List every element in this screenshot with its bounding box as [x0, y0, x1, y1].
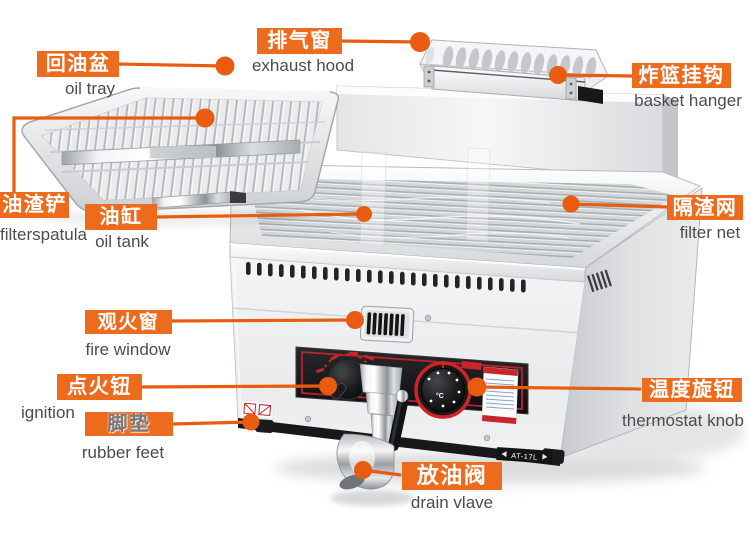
label-box-filter-net: 隔渣网	[667, 195, 743, 220]
label-en-thermostat-knob: thermostat knob	[622, 411, 744, 430]
thermostat-unit: °C	[436, 392, 444, 400]
leader-exhaust-hood	[340, 39, 421, 44]
label-zh-filter-spatula: 油渣铲	[2, 194, 67, 216]
label-en-ignition: ignition	[21, 403, 75, 422]
dot-oil-tray	[215, 56, 235, 76]
basket-frame	[465, 147, 491, 243]
label-zh-oil-tray: 回油盆	[45, 53, 111, 75]
label-box-exhaust-hood: 排气窗	[257, 28, 342, 54]
leader-filter-net	[570, 202, 669, 209]
model-plate: AT-17L	[496, 447, 553, 464]
label-en-filter-net: filter net	[679, 223, 741, 242]
label-en-rubber-feet: rubber feet	[81, 443, 165, 462]
label-box-oil-tray: 回油盆	[37, 51, 119, 77]
label-box-thermostat-knob: 温度旋钮	[642, 378, 742, 402]
label-en-oil-tank: oil tank	[95, 232, 149, 251]
fire-window-vent	[359, 305, 415, 343]
rubber-foot	[255, 419, 274, 434]
label-en-filter-spatula: filterspatula	[0, 225, 87, 244]
panel-red-tab	[461, 361, 482, 370]
label-zh-fire-window: 观火窗	[97, 311, 160, 333]
label-zh-drain-valve: 放油阀	[416, 463, 488, 488]
label-en-basket-hanger: basket hanger	[634, 91, 742, 110]
label-box-oil-tank: 油缸	[85, 204, 157, 230]
label-en-oil-tray: oil tray	[64, 79, 116, 98]
label-zh-exhaust-hood: 排气窗	[267, 30, 332, 52]
side-vent-grille	[587, 269, 612, 293]
label-zh-thermostat-knob: 温度旋钮	[649, 379, 735, 401]
leader-thermostat	[476, 385, 642, 391]
label-box-filter-spatula: 油渣铲	[0, 192, 69, 218]
dot-drain-valve	[354, 461, 372, 479]
leader-ignition	[140, 384, 329, 389]
warning-sticker	[481, 366, 519, 425]
dot-fire-window	[346, 311, 364, 329]
screw	[424, 314, 432, 322]
screw	[483, 434, 491, 442]
dot-exhaust-hood	[410, 32, 430, 52]
leader-rubber-feet	[171, 420, 252, 426]
label-box-fire-window: 观火窗	[85, 310, 172, 334]
label-en-drain-valve: drain vlave	[410, 493, 494, 512]
dot-filter-net	[562, 195, 580, 213]
label-box-basket-hanger: 炸篮挂钩	[632, 63, 731, 88]
label-zh-oil-tank: 油缸	[99, 206, 143, 228]
label-box-rubber-feet: 脚垫	[85, 412, 173, 436]
exhaust-hood-slots	[425, 45, 598, 80]
valve-lever[interactable]	[387, 395, 409, 452]
label-box-drain-valve: 放油阀	[402, 462, 502, 490]
dot-ignition	[319, 377, 337, 395]
label-zh-basket-hanger: 炸篮挂钩	[638, 64, 725, 87]
label-zh-ignition: 点火钮	[67, 376, 132, 398]
model-label: AT-17L	[511, 451, 538, 462]
leader-fire-window	[170, 318, 356, 323]
screw	[304, 415, 312, 423]
label-en-exhaust-hood: exhaust hood	[251, 56, 355, 75]
dot-rubber-feet	[242, 413, 260, 431]
dot-oil-tank	[356, 206, 372, 222]
leader-filter-spatula	[12, 116, 205, 193]
leader-lines	[12, 32, 669, 479]
leader-basket-hanger	[557, 73, 634, 78]
dot-filter-spatula	[195, 108, 215, 128]
label-box-ignition: 点火钮	[57, 374, 142, 400]
dot-basket-hanger	[549, 66, 567, 84]
thermostat-knob-part[interactable]: °C	[414, 361, 472, 419]
dot-thermostat	[467, 377, 487, 397]
leader-oil-tank	[155, 212, 365, 219]
control-panel: °C	[295, 346, 529, 425]
basket-frame	[359, 151, 387, 247]
label-en-fire-window: fire window	[85, 340, 171, 359]
leader-oil-tray	[117, 62, 226, 68]
label-zh-filter-net: 隔渣网	[672, 196, 738, 219]
label-zh-rubber-feet: 脚垫	[107, 413, 151, 435]
